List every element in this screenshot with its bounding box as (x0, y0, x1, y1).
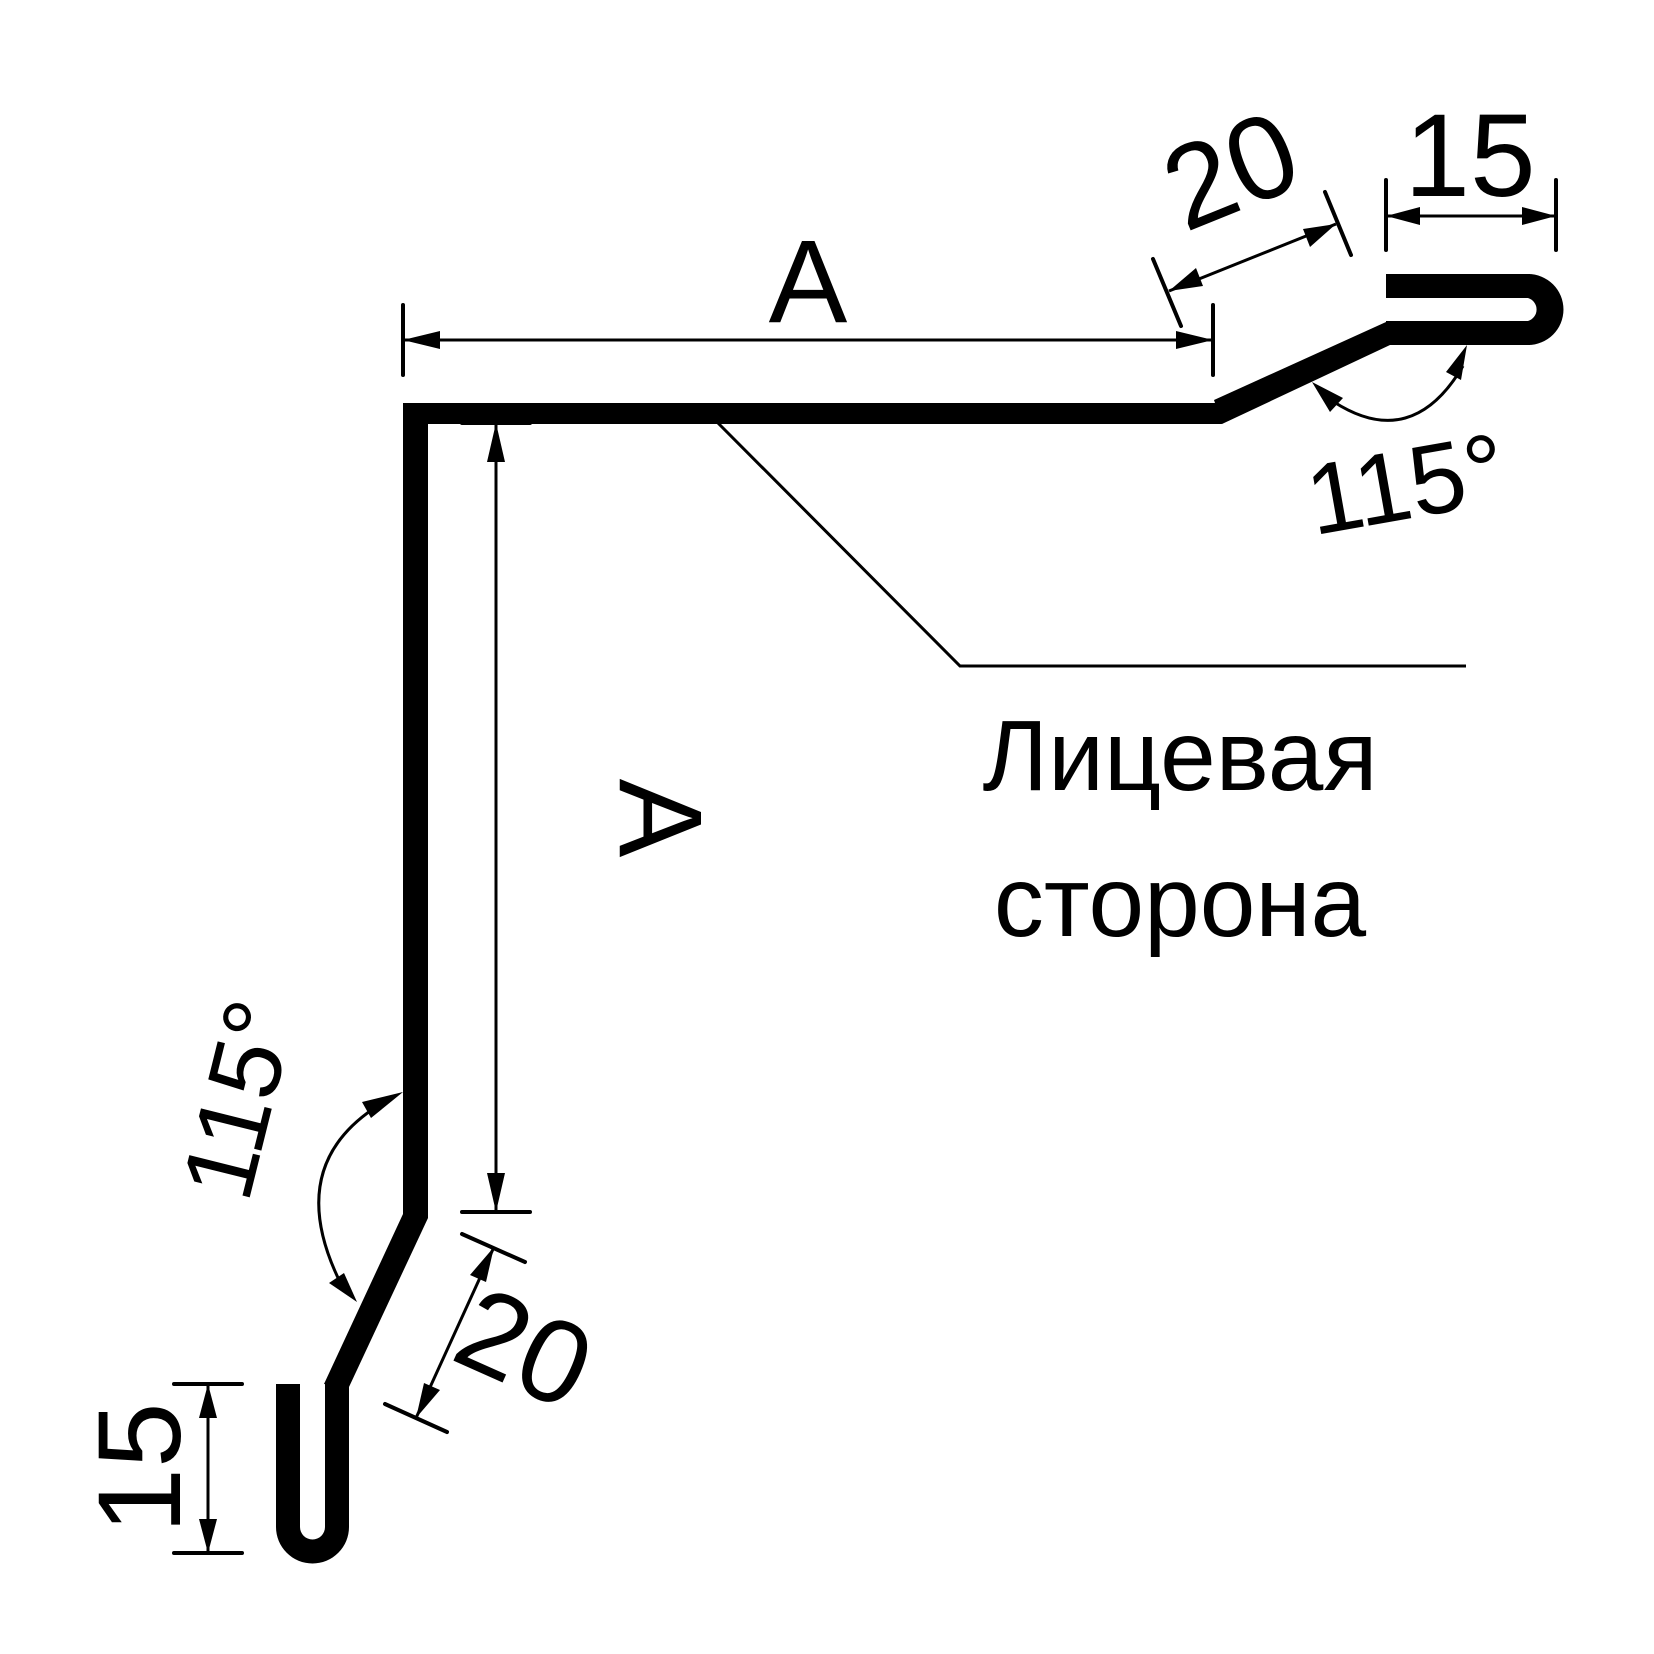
angle-label-top: 115° (1298, 412, 1514, 557)
angle-bottom: 115° (161, 989, 403, 1302)
dim-label-top-a: A (769, 216, 848, 348)
dim-label-top-bend: 20 (1145, 85, 1316, 257)
arrow-hem-bottom (199, 1519, 217, 1553)
top-flange (403, 403, 1222, 424)
arrow-bend-left (1169, 268, 1203, 291)
arrow-angle-bottom-bottom (329, 1273, 357, 1302)
arrow-angle-top-right (1446, 345, 1467, 380)
arrow-top (487, 423, 505, 462)
dimension-vertical-a: A (460, 421, 726, 1214)
leader-line (715, 420, 1466, 668)
dim-label-bottom-hem: 15 (74, 1402, 206, 1533)
dimension-bottom-hem-15: 15 (74, 1382, 244, 1555)
ext-line-bend-left (1151, 257, 1183, 328)
angle-arc-top (1333, 365, 1465, 422)
arrow-hem-left (1386, 207, 1420, 225)
arrow-left (403, 331, 440, 349)
dim-label-bottom-bend: 20 (437, 1261, 611, 1435)
face-side-label-line2: сторона (994, 846, 1367, 958)
dimension-top-bend-20: 20 (1145, 85, 1353, 328)
ext-line-bend-right (1323, 190, 1353, 257)
bottom-hem-left-leg (276, 1384, 300, 1527)
dim-label-vertical-a: A (594, 779, 726, 858)
arrow-angle-top-left (1312, 382, 1343, 412)
dim-label-top-hem: 15 (1404, 90, 1535, 222)
arrow-hem-top (199, 1384, 217, 1418)
angle-arc-bottom (317, 1107, 374, 1285)
arrow-angle-bottom-top (362, 1092, 403, 1118)
top-bend-segment (1214, 322, 1390, 424)
top-hem-round (1528, 274, 1564, 345)
profile-body (276, 274, 1564, 1564)
angle-label-bottom: 115° (161, 989, 318, 1210)
arrow-right (1176, 331, 1213, 349)
dimension-top-hem-15: 15 (1384, 90, 1558, 252)
face-side-callout: Лицевая сторона (715, 420, 1466, 958)
bottom-hem-right-leg (325, 1384, 349, 1527)
arrow-bend-right (1303, 224, 1336, 247)
arrow-bend-bottom (416, 1383, 440, 1418)
arrow-bend-top (470, 1247, 494, 1282)
dimension-top-a: A (401, 216, 1215, 377)
vertical-web (403, 403, 428, 1218)
face-side-label-line1: Лицевая (982, 700, 1377, 812)
bottom-hem-round (276, 1527, 349, 1564)
arrow-bottom (487, 1173, 505, 1212)
dimension-bottom-bend-20: 20 (383, 1232, 611, 1435)
arrow-hem-right (1522, 207, 1556, 225)
top-hem-lower-leg (1386, 321, 1530, 345)
angle-top: 115° (1298, 345, 1514, 557)
top-hem-upper-leg (1386, 274, 1530, 298)
bottom-bend-segment (324, 1214, 428, 1387)
